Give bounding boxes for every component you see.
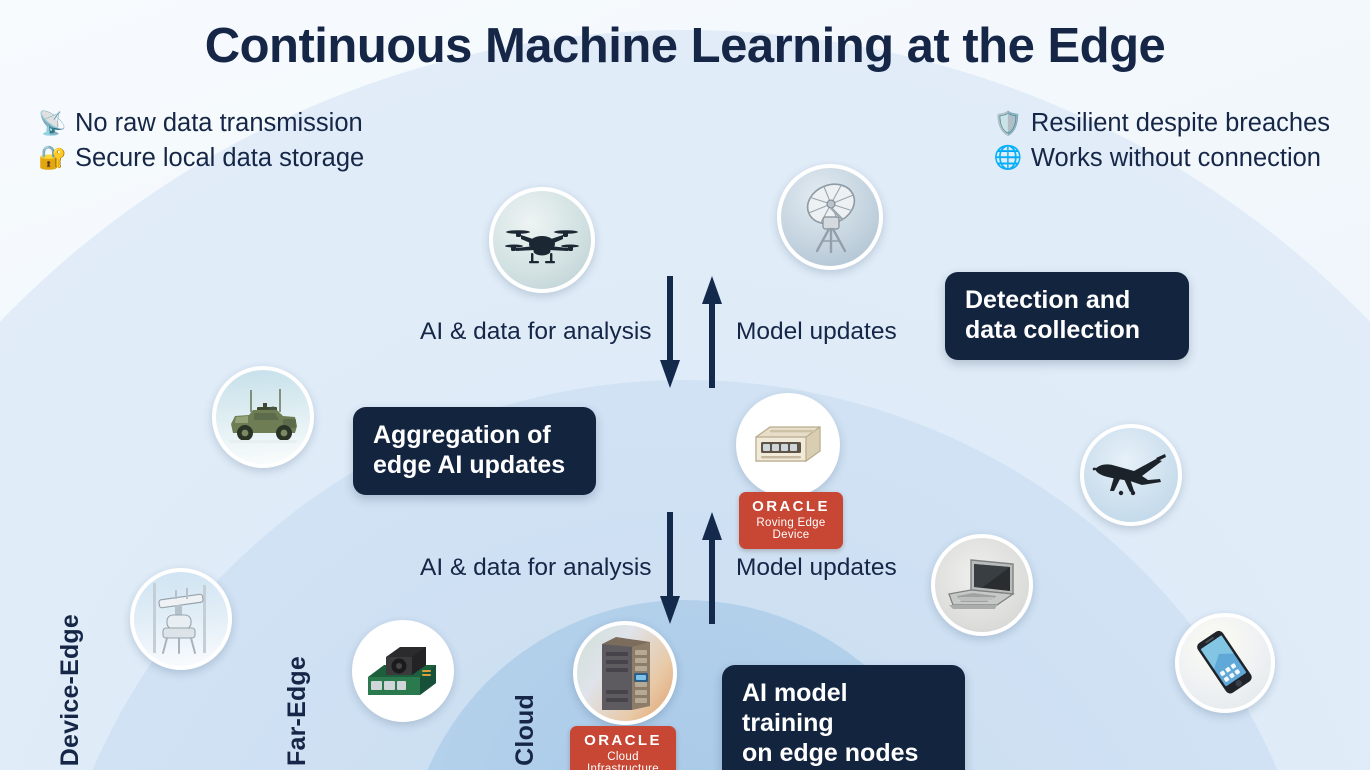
list-item-label: Works without connection <box>1030 143 1321 172</box>
callout-aggregation: Aggregation of edge AI updates <box>353 407 596 495</box>
roving-edge-device-node <box>736 393 840 497</box>
ring-label-cloud: Cloud <box>511 694 539 766</box>
badge-brand: ORACLE <box>752 498 830 515</box>
callout-detection: Detection and data collection <box>945 272 1189 360</box>
list-item: 🛡️ Resilient despite breaches <box>994 106 1330 141</box>
fixed-wing-uav-node <box>1080 424 1182 526</box>
arrow-pair <box>660 512 722 624</box>
callout-training: AI model training on edge nodes <box>722 665 965 770</box>
embedded-board-node <box>352 620 454 722</box>
badge-product: Roving Edge Device <box>756 516 826 541</box>
benefits-list-left: 📡 No raw data transmission 🔐 Secure loca… <box>38 106 364 175</box>
naval-radar-node <box>130 568 232 670</box>
list-item-label: Resilient despite breaches <box>1030 109 1330 137</box>
satellite-dish-node <box>777 164 883 270</box>
badge-product: Cloud Infrastructure <box>587 750 659 770</box>
naval-radar-icon <box>145 581 217 657</box>
arrow-up-icon <box>702 276 722 388</box>
satellite-dish-icon <box>795 179 865 255</box>
quadcopter-drone-icon <box>505 215 579 265</box>
ring-label-device-edge: Device-Edge <box>56 613 84 766</box>
smartphone-icon <box>1189 630 1261 696</box>
quadcopter-drone-node <box>489 187 595 293</box>
rugged-laptop-node <box>931 534 1033 636</box>
military-vehicle-node <box>212 366 314 468</box>
rugged-laptop-icon <box>943 556 1021 614</box>
flow-label-upstream: Model updates <box>736 554 897 581</box>
oracle-cloud-infrastructure-badge: ORACLE Cloud Infrastructure <box>570 726 676 770</box>
flow-far-to-cloud: AI & data for analysis Model updates <box>420 512 962 624</box>
locked-with-key-icon: 🔐 <box>38 144 67 171</box>
badge-brand: ORACLE <box>584 732 662 749</box>
flow-label-downstream: AI & data for analysis <box>420 318 652 345</box>
arrow-down-icon <box>660 512 680 624</box>
server-rack-node <box>573 621 677 725</box>
server-rack-icon <box>592 634 658 712</box>
oracle-roving-edge-badge: ORACLE Roving Edge Device <box>739 492 843 549</box>
flow-label-upstream: Model updates <box>736 318 897 345</box>
benefits-list-right: 🛡️ Resilient despite breaches 🌐 Works wi… <box>994 106 1330 175</box>
flow-device-to-far: AI & data for analysis Model updates <box>420 276 962 388</box>
embedded-board-icon <box>364 643 442 699</box>
ring-label-far-edge: Far-Edge <box>283 656 311 766</box>
satellite-antenna-icon: 📡 <box>38 109 67 136</box>
arrow-pair <box>660 276 722 388</box>
list-item-label: No raw data transmission <box>75 109 363 137</box>
arrow-down-icon <box>660 276 680 388</box>
list-item: 🌐 Works without connection <box>994 141 1330 176</box>
fixed-wing-uav-icon <box>1090 449 1172 501</box>
roving-edge-device-icon <box>750 421 826 469</box>
shield-icon: 🛡️ <box>993 109 1023 136</box>
smartphone-node <box>1175 613 1275 713</box>
page-title: Continuous Machine Learning at the Edge <box>204 19 1166 73</box>
arrow-up-icon <box>702 512 722 624</box>
flow-label-downstream: AI & data for analysis <box>420 554 652 581</box>
list-item: 📡 No raw data transmission <box>38 106 364 141</box>
list-item-label: Secure local data storage <box>75 143 365 172</box>
list-item: 🔐 Secure local data storage <box>38 141 364 176</box>
military-vehicle-icon <box>223 386 303 448</box>
globe-icon: 🌐 <box>993 144 1023 171</box>
